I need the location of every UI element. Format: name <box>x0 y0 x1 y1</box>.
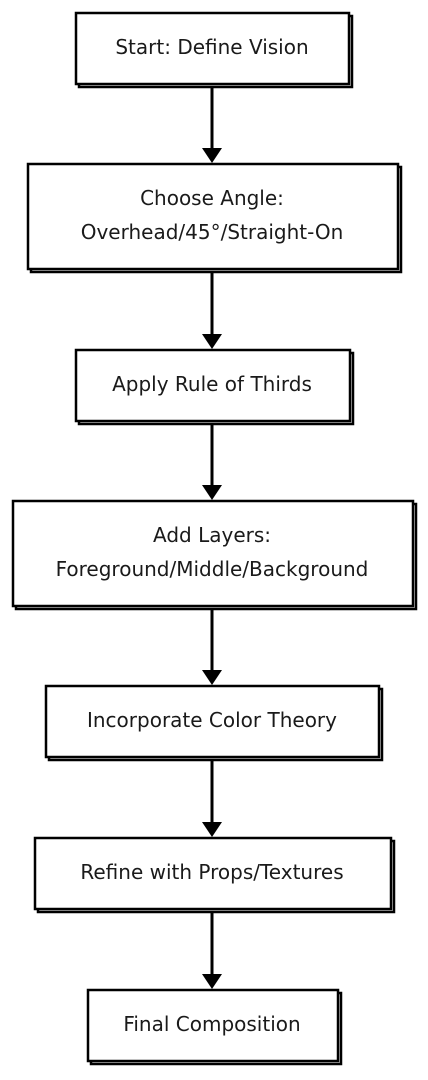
flow-node-label: Refine with Props/Textures <box>80 860 343 884</box>
flow-node-refine: Refine with Props/Textures <box>33 836 396 914</box>
flow-edge-refine-final <box>202 909 222 989</box>
arrowhead-icon <box>202 334 222 349</box>
flow-node-box <box>11 499 415 608</box>
arrowhead-icon <box>202 148 222 163</box>
arrowhead-icon <box>202 822 222 837</box>
flow-node-box <box>44 684 381 759</box>
flow-node-label: Incorporate Color Theory <box>87 708 337 732</box>
arrowhead-icon <box>202 974 222 989</box>
flow-node-box <box>26 162 400 271</box>
flow-node-box <box>74 11 351 86</box>
flow-node-box <box>74 348 352 423</box>
flow-node-label: Start: Define Vision <box>115 35 308 59</box>
flow-node-box <box>33 836 393 911</box>
flow-node-label: Foreground/Middle/Background <box>56 557 369 581</box>
flow-edge-color-refine <box>202 757 222 837</box>
arrowhead-icon <box>202 485 222 500</box>
arrowhead-icon <box>202 670 222 685</box>
flow-node-label: Final Composition <box>123 1012 300 1036</box>
flow-node-label: Apply Rule of Thirds <box>112 372 312 396</box>
flow-edge-thirds-layers <box>202 421 222 500</box>
flow-edge-angle-thirds <box>202 269 222 349</box>
flow-node-color: Incorporate Color Theory <box>44 684 384 762</box>
flow-node-label: Overhead/45°/Straight-On <box>81 220 344 244</box>
flow-edge-start-angle <box>202 84 222 163</box>
flow-node-label: Choose Angle: <box>140 186 284 210</box>
flow-edge-layers-color <box>202 606 222 685</box>
flowchart-edges <box>202 84 222 989</box>
flow-node-angle: Choose Angle: Overhead/45°/Straight-On <box>26 162 403 274</box>
flow-node-layers: Add Layers: Foreground/Middle/Background <box>11 499 418 611</box>
flow-node-final: Final Composition <box>86 988 343 1066</box>
flow-node-label: Add Layers: <box>153 523 271 547</box>
flow-node-start: Start: Define Vision <box>74 11 354 89</box>
flow-node-box <box>86 988 340 1063</box>
flow-node-thirds: Apply Rule of Thirds <box>74 348 355 426</box>
